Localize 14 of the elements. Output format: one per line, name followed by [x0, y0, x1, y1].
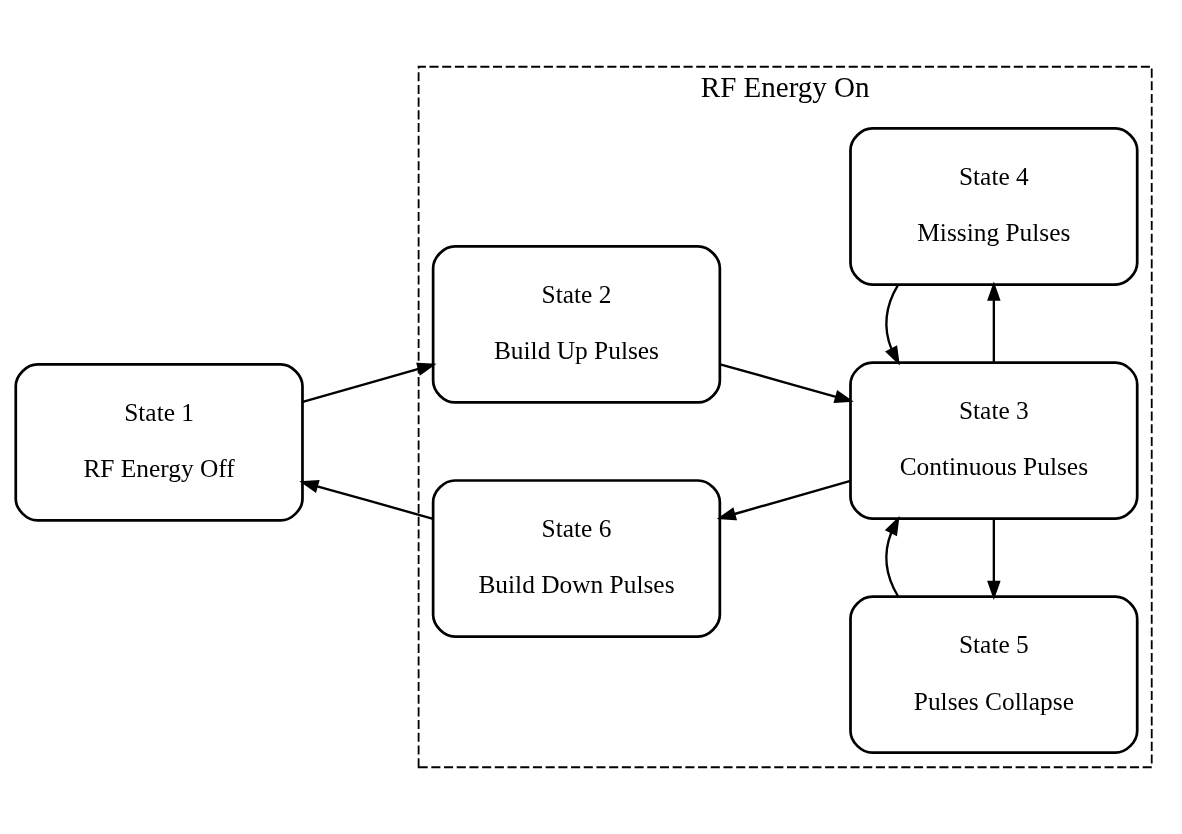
- node-box: State 2 Build Up Pulses: [431, 245, 722, 404]
- node-box: State 6 Build Down Pulses: [431, 479, 722, 638]
- node-box: State 5 Pulses Collapse: [849, 595, 1139, 755]
- node-box: State 4 Missing Pulses: [849, 127, 1139, 286]
- arrow: [302, 362, 437, 404]
- arrow: [716, 479, 851, 521]
- arrow: [299, 479, 434, 520]
- arrow: [884, 515, 900, 598]
- arrow: [885, 284, 900, 366]
- arrow: [987, 519, 1001, 601]
- arrow: [719, 363, 854, 404]
- node-box: State 1 RF Energy Off: [14, 363, 304, 522]
- arrow: [987, 281, 1001, 363]
- node-box: State 3 Continuous Pulses: [849, 361, 1139, 520]
